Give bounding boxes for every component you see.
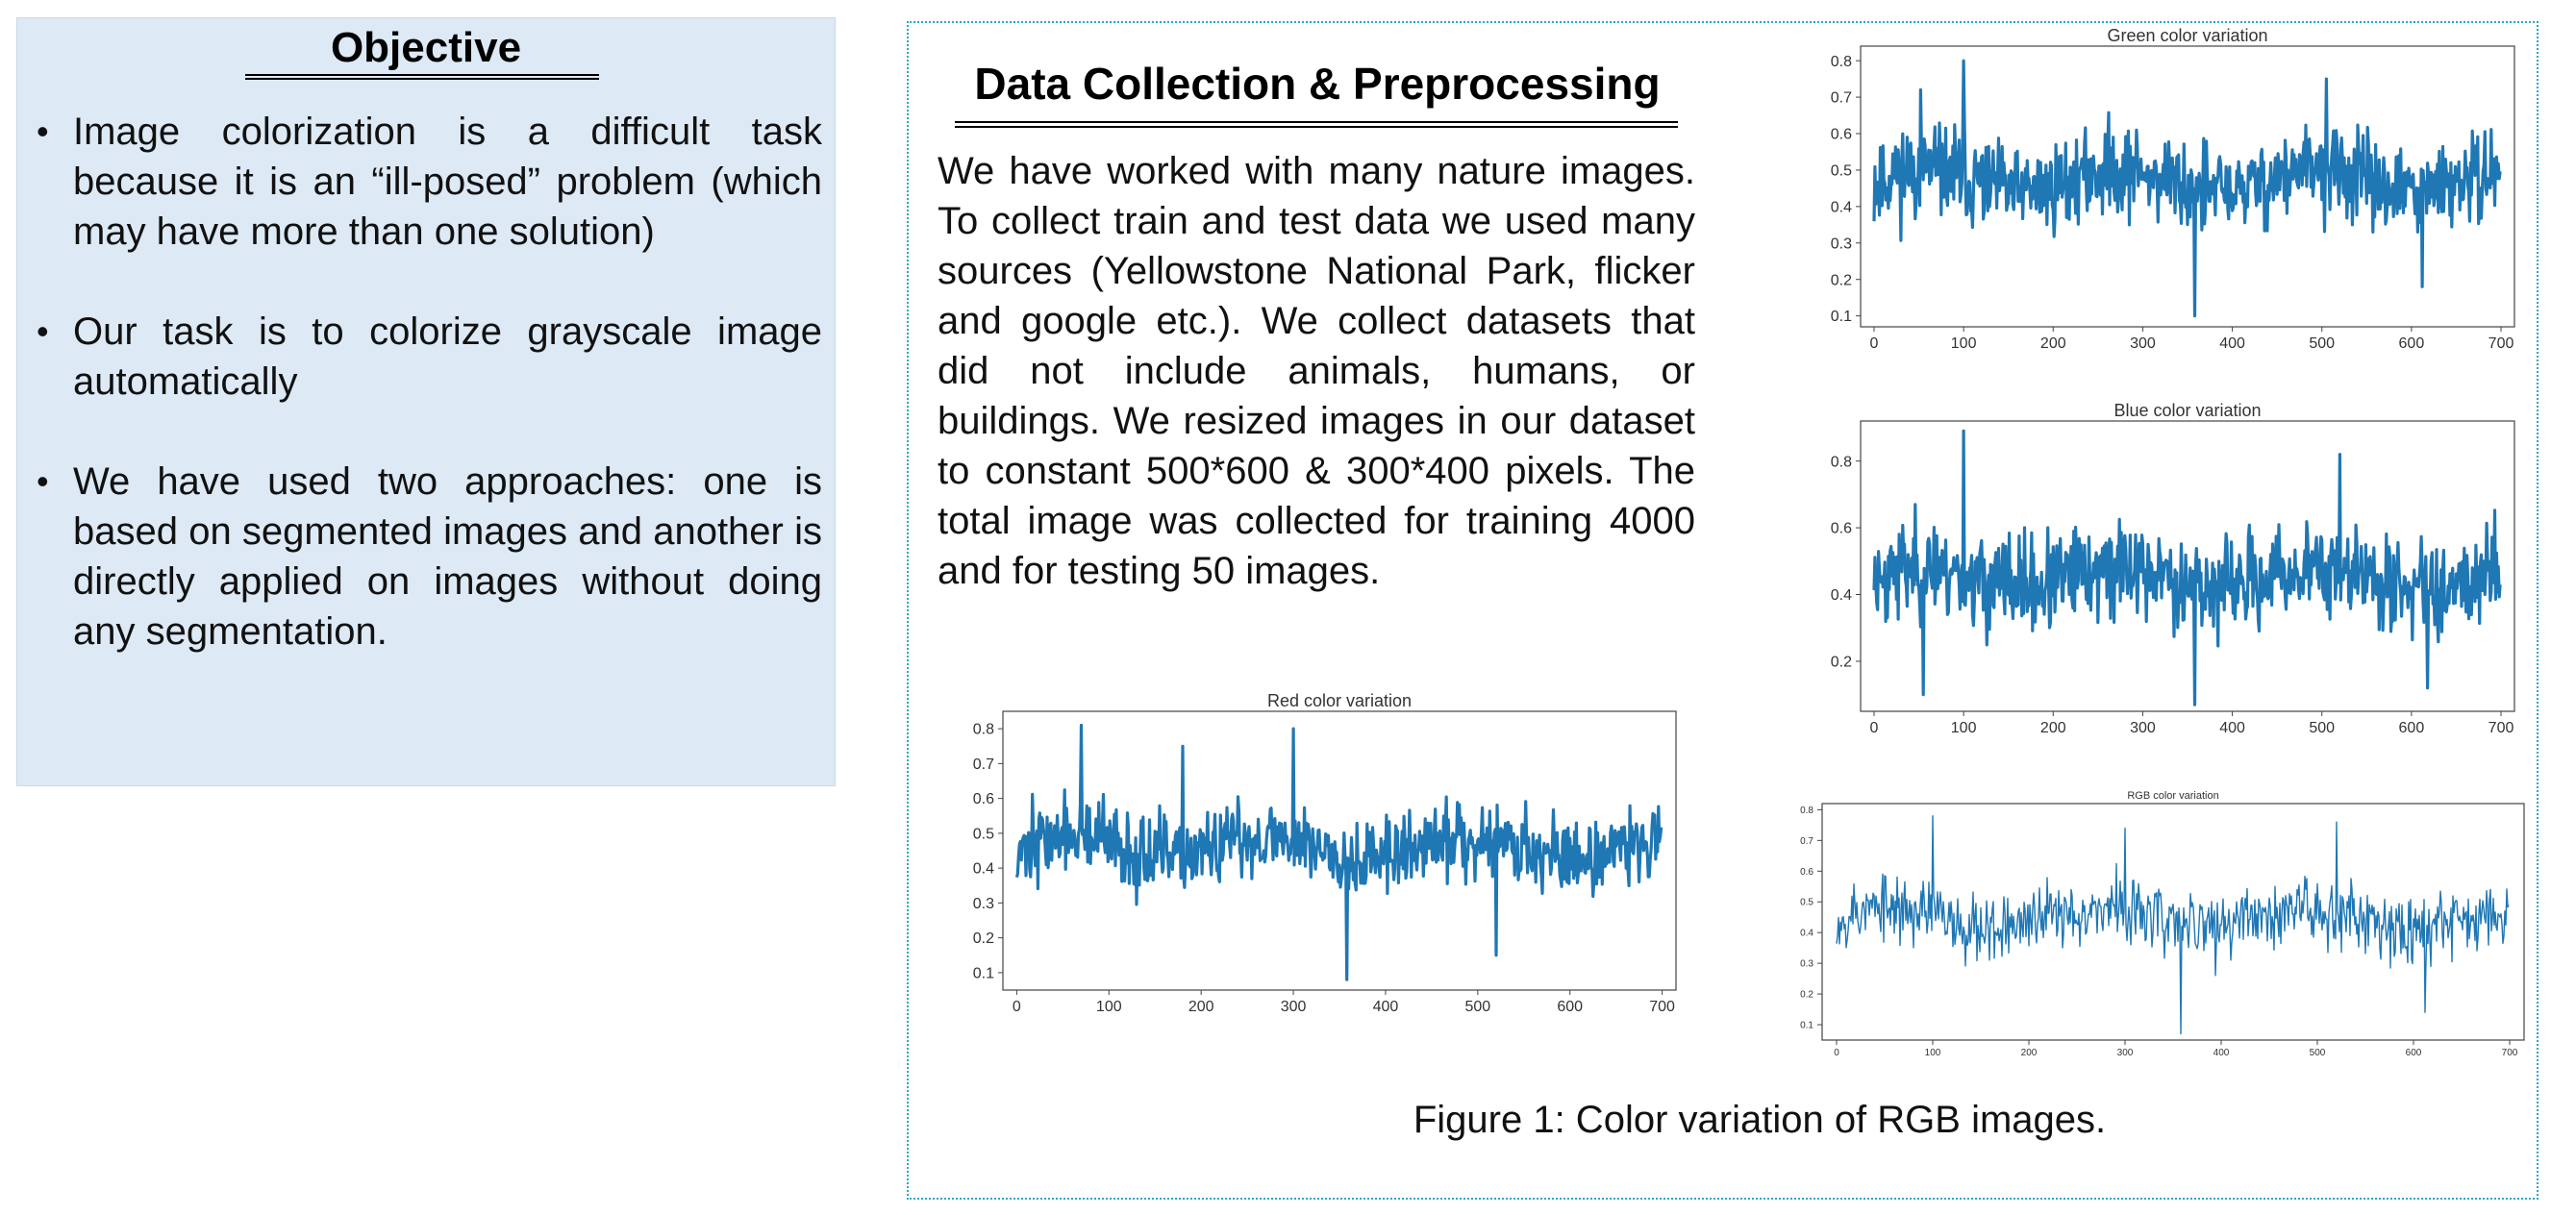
blue-x-tick-label: 0 — [1870, 720, 1879, 736]
data-collection-panel — [907, 21, 2538, 1200]
objective-bullet-2: • Our task is to colorize grayscale imag… — [27, 307, 835, 407]
bullet-icon: • — [37, 112, 49, 151]
green-color-variation-chart: Green color variation 0 100 200 300 400 500 600… — [1784, 26, 2534, 369]
red-x-tick-label: 600 — [1557, 999, 1583, 1015]
rgb-y-tick-label: 0.6 — [1800, 867, 1813, 878]
green-y-tick-label: 0.8 — [1831, 54, 1852, 70]
red-y-tick-label: 0.6 — [973, 791, 994, 807]
red-x-tick-label: 700 — [1649, 999, 1675, 1015]
red-y-tick-label: 0.1 — [973, 965, 994, 981]
objective-title-underline — [245, 74, 599, 80]
green-chart-title: Green color variation — [2107, 26, 2267, 45]
bullet-icon: • — [37, 461, 49, 501]
blue-x-tick-label: 400 — [2219, 720, 2245, 736]
red-chart-title: Red color variation — [1267, 691, 1412, 710]
rgb-x-tick-label: 500 — [2310, 1048, 2326, 1058]
objective-bullet-text: Image colorization is a difficult task b… — [73, 111, 822, 253]
blue-x-tick-label: 500 — [2309, 720, 2335, 736]
blue-y-tick-label: 0.6 — [1831, 521, 1852, 537]
blue-chart-title: Blue color variation — [2113, 401, 2261, 420]
blue-y-tick-label: 0.8 — [1831, 454, 1852, 470]
green-y-tick-label: 0.1 — [1831, 309, 1852, 325]
rgb-chart-title: RGB color variation — [2127, 790, 2218, 802]
blue-chart-svg: Blue color variation 0 100 200 300 400 500 600 7… — [1831, 401, 2515, 736]
green-y-tick-label: 0.2 — [1831, 272, 1852, 288]
blue-x-tick-label: 300 — [2130, 720, 2156, 736]
rgb-x-tick-label: 600 — [2406, 1048, 2422, 1058]
rgb-color-variation-chart: RGB color variation 0 100 200 300 400 500 600 70… — [1764, 786, 2543, 1071]
data-collection-text: We have worked with many nature images. … — [938, 150, 1695, 592]
green-x-tick-label: 600 — [2399, 335, 2425, 352]
red-y-tick-label: 0.2 — [973, 930, 994, 947]
red-x-tick-label: 400 — [1373, 999, 1399, 1015]
objective-panel: Objective • Image colorization is a diff… — [16, 17, 836, 786]
green-x-tick-label: 400 — [2219, 335, 2245, 352]
data-collection-title-underline — [955, 121, 1678, 128]
rgb-y-tick-label: 0.3 — [1800, 959, 1813, 970]
blue-x-tick-label: 700 — [2488, 720, 2514, 736]
green-x-tick-label: 100 — [1951, 335, 1977, 352]
rgb-y-tick-label: 0.7 — [1800, 836, 1813, 847]
green-series-line — [1872, 59, 2502, 318]
blue-color-variation-chart: Blue color variation 0 100 200 300 400 500 600 7… — [1784, 400, 2534, 757]
rgb-x-tick-label: 100 — [1925, 1048, 1941, 1058]
rgb-x-tick-label: 700 — [2502, 1048, 2518, 1058]
green-y-tick-label: 0.6 — [1831, 127, 1852, 143]
red-x-tick-label: 300 — [1281, 999, 1307, 1015]
blue-x-tick-label: 600 — [2399, 720, 2425, 736]
green-y-tick-label: 0.5 — [1831, 163, 1852, 180]
green-y-tick-label: 0.4 — [1831, 199, 1852, 215]
red-x-tick-label: 100 — [1096, 999, 1122, 1015]
rgb-y-tick-label: 0.8 — [1800, 806, 1813, 816]
rgb-y-tick-label: 0.5 — [1800, 898, 1813, 908]
rgb-x-tick-label: 400 — [2213, 1048, 2230, 1058]
figure-caption: Figure 1: Color variation of RGB images. — [1413, 1099, 2107, 1141]
rgb-x-tick-label: 200 — [2021, 1048, 2038, 1058]
objective-title: Objective — [330, 24, 522, 71]
blue-y-tick-label: 0.2 — [1831, 655, 1852, 671]
rgb-y-tick-label: 0.1 — [1800, 1021, 1813, 1031]
rgb-y-tick-label: 0.4 — [1800, 929, 1813, 939]
green-x-tick-label: 0 — [1870, 335, 1879, 352]
red-x-tick-label: 0 — [1013, 999, 1021, 1015]
red-y-tick-label: 0.7 — [973, 756, 994, 773]
green-chart-svg: Green color variation 0 100 200 300 400 500 600… — [1831, 26, 2515, 352]
red-y-tick-label: 0.8 — [973, 722, 994, 738]
red-color-variation-chart: Red color variation 0 100 200 300 400 500 600 70… — [926, 690, 1695, 1032]
blue-x-tick-label: 100 — [1951, 720, 1977, 736]
objective-bullet-3: • We have used two approaches: one is ba… — [27, 457, 835, 657]
green-x-tick-label: 700 — [2488, 335, 2514, 352]
green-x-tick-label: 500 — [2309, 335, 2335, 352]
objective-bullet-text: Our task is to colorize grayscale image … — [73, 310, 822, 403]
objective-bullet-1: • Image colorization is a difficult task… — [27, 107, 835, 257]
green-y-tick-label: 0.3 — [1831, 236, 1852, 252]
blue-y-tick-label: 0.4 — [1831, 587, 1852, 604]
objective-bullet-text: We have used two approaches: one is base… — [73, 460, 822, 653]
blue-series-line — [1872, 429, 2502, 707]
red-y-tick-label: 0.3 — [973, 896, 994, 912]
bullet-icon: • — [37, 311, 49, 351]
green-x-tick-label: 200 — [2040, 335, 2066, 352]
rgb-chart-svg: RGB color variation 0 100 200 300 400 500 600 70… — [1800, 790, 2525, 1058]
rgb-plot-frame — [1821, 803, 2525, 1041]
red-chart-svg: Red color variation 0 100 200 300 400 500 600 70… — [973, 691, 1677, 1015]
rgb-x-tick-label: 0 — [1834, 1048, 1839, 1058]
green-y-tick-label: 0.7 — [1831, 90, 1852, 107]
green-x-tick-label: 300 — [2130, 335, 2156, 352]
red-x-tick-label: 500 — [1464, 999, 1490, 1015]
rgb-series-line — [1836, 815, 2510, 1035]
rgb-y-tick-label: 0.2 — [1800, 990, 1813, 1001]
red-y-tick-label: 0.5 — [973, 826, 994, 842]
red-y-tick-label: 0.4 — [973, 861, 994, 878]
data-collection-title: Data Collection & Preprocessing — [974, 59, 1661, 109]
blue-x-tick-label: 200 — [2040, 720, 2066, 736]
objective-bullet-list: • Image colorization is a difficult task… — [27, 107, 835, 707]
red-series-line — [1014, 723, 1663, 981]
rgb-x-tick-label: 300 — [2117, 1048, 2134, 1058]
red-x-tick-label: 200 — [1188, 999, 1214, 1015]
